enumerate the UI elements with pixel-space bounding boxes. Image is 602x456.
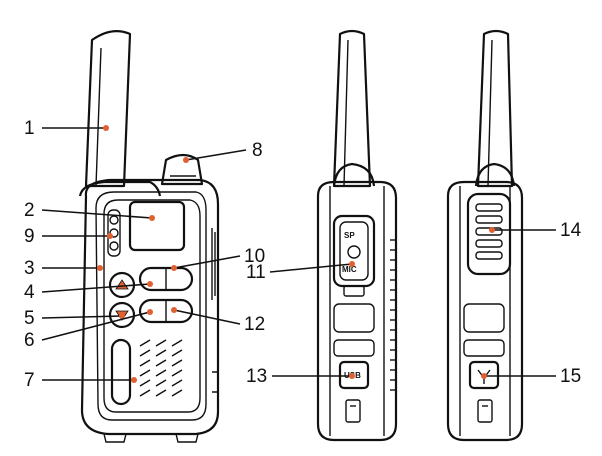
front-knob — [160, 153, 204, 186]
callout-1: 1 — [24, 118, 35, 139]
front-screen — [128, 200, 186, 252]
callout-13: 13 — [246, 366, 267, 387]
front-mic-slot — [110, 338, 132, 406]
mic-port-label: MIC — [342, 265, 357, 274]
callout-15: 15 — [560, 366, 581, 387]
callout-3: 3 — [24, 258, 35, 279]
callout-10: 10 — [244, 246, 265, 267]
callout-14: 14 — [560, 220, 582, 241]
usb-port — [338, 360, 370, 390]
sp-port-label: SP — [344, 231, 355, 240]
callout-5: 5 — [24, 308, 35, 329]
callout-9: 9 — [24, 226, 35, 247]
callout-7: 7 — [24, 370, 35, 391]
front-view — [78, 29, 220, 443]
callout-4: 4 — [24, 282, 35, 303]
callout-2: 2 — [24, 200, 35, 221]
callout-11: 11 — [246, 262, 266, 283]
back-body — [446, 180, 524, 442]
callouts: 1 2 3 4 5 6 7 8 9 10 — [24, 118, 582, 391]
down-button — [108, 301, 136, 329]
side-view: SP MIC USB — [316, 29, 398, 442]
front-antenna — [84, 29, 132, 188]
callout-6: 6 — [24, 330, 35, 351]
back-view — [446, 29, 524, 442]
front-body — [80, 178, 220, 436]
callout-12: 12 — [244, 314, 265, 335]
side-body — [316, 180, 398, 442]
back-side-button — [468, 360, 500, 390]
callout-8: 8 — [252, 140, 263, 161]
ptt-button — [466, 192, 512, 276]
front-grille — [139, 339, 183, 397]
